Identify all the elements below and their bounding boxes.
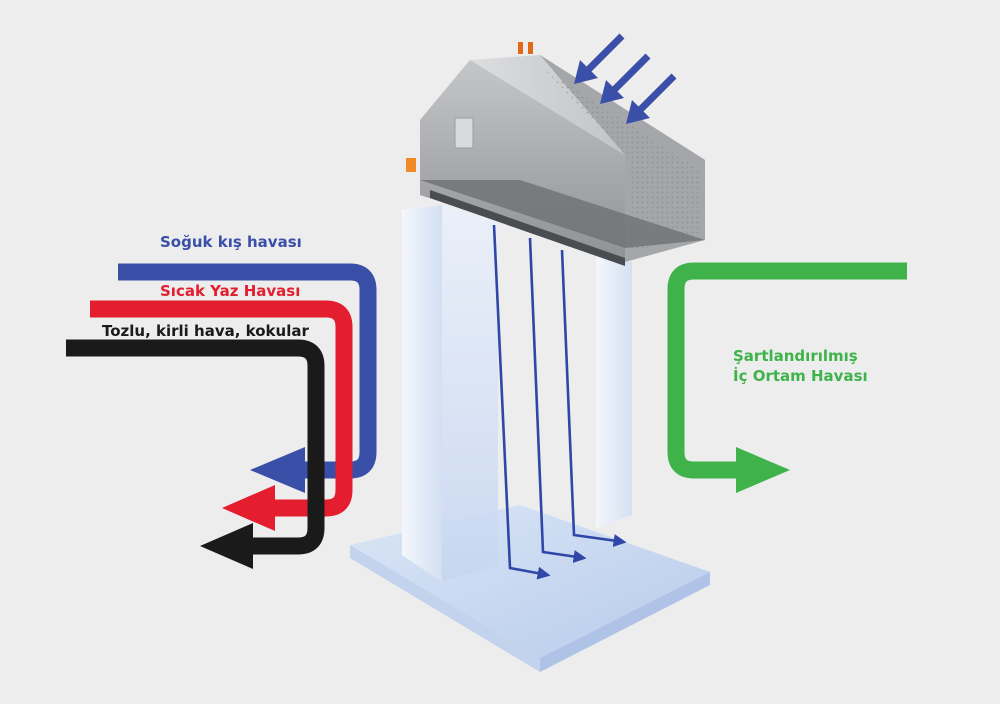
intake-arrow-icon	[626, 73, 677, 124]
airflow-arrows	[492, 224, 627, 580]
hot-air-path	[90, 300, 353, 531]
conditioned-air-label-line1: Şartlandırılmış	[733, 347, 858, 365]
dust-arrow-head-icon	[200, 523, 253, 569]
conditioned-air-label-line2: İç Ortam Havası	[733, 367, 868, 385]
dusty-air-path	[66, 339, 325, 569]
airflow-arrow-icon	[492, 224, 551, 580]
cold-air-path	[118, 263, 377, 493]
dusty-air-label: Tozlu, kirli hava, kokular	[102, 322, 309, 340]
conditioned-air-path	[667, 262, 907, 493]
intake-arrow-icon	[600, 53, 651, 104]
hot-arrow-head-icon	[222, 485, 275, 531]
back-air-curtain-panel	[596, 255, 632, 528]
airflow-arrow-icon	[528, 237, 587, 563]
cold-winter-air-label: Soğuk kış havası	[160, 233, 302, 251]
air-curtain-unit	[406, 42, 705, 266]
intake-arrow-icon	[574, 33, 625, 84]
conditioned-air-label: Şartlandırılmış İç Ortam Havası	[733, 346, 868, 386]
intake-arrows	[574, 33, 677, 124]
cold-arrow-head-icon	[250, 447, 305, 493]
conditioned-arrow-head-icon	[736, 447, 790, 493]
front-air-curtain-panel	[402, 205, 498, 582]
airflow-arrow-icon	[560, 249, 627, 547]
hot-summer-air-label: Sıcak Yaz Havası	[160, 282, 301, 300]
